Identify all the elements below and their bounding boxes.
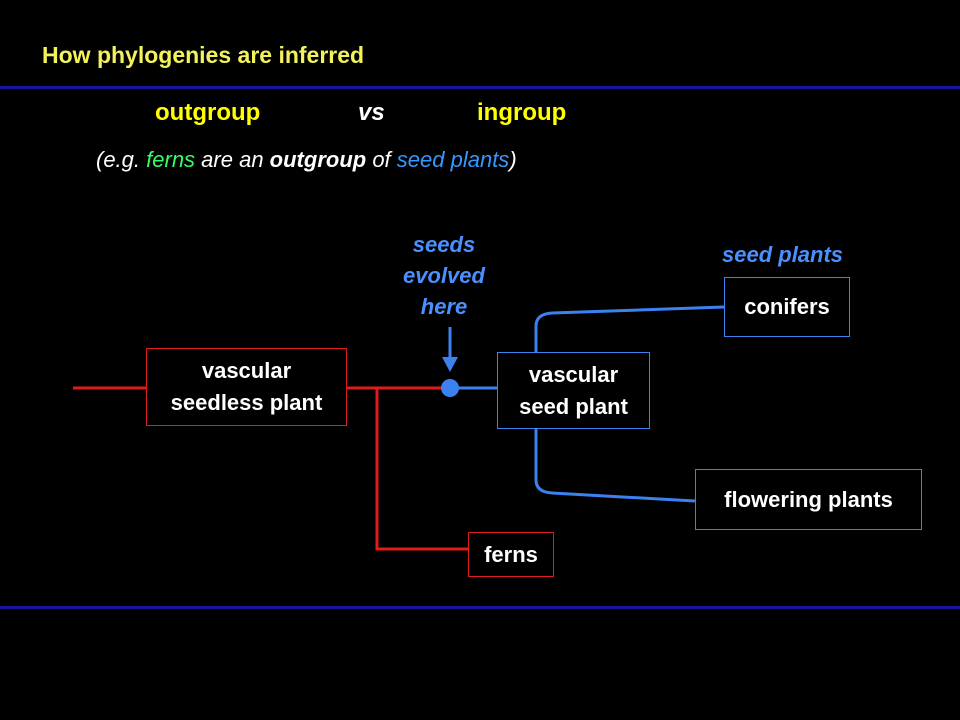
blue-branch-conifers xyxy=(534,305,725,352)
node-ferns: ferns xyxy=(468,532,554,577)
example-close: ) xyxy=(509,147,517,172)
node-conifers: conifers xyxy=(724,277,850,337)
seed-plants-label: seed plants xyxy=(722,242,844,267)
node-ferns-label: ferns xyxy=(484,541,538,567)
node-conifers-label: conifers xyxy=(744,294,830,319)
heading-ingroup: ingroup xyxy=(477,99,567,126)
blue-branch-flowering xyxy=(534,429,696,503)
seeds-evolved-annotation: seeds evolved here xyxy=(403,232,485,319)
node-vascular-seedless-plant: vascular seedless plant xyxy=(146,348,347,426)
example-open: (e.g. xyxy=(96,147,147,172)
node-flowering-plants: flowering plants xyxy=(695,469,922,530)
bottom-divider xyxy=(0,606,960,609)
heading-outgroup: outgroup xyxy=(155,99,261,126)
example-of: of xyxy=(366,147,397,172)
node-vascular-seedless-plant-label: vascular seedless plant xyxy=(170,358,323,415)
node-vascular-seed-plant: vascular seed plant xyxy=(497,352,650,429)
example-ferns: ferns xyxy=(146,147,196,172)
node-vascular-seed-plant-label: vascular seed plant xyxy=(519,361,628,419)
example-outgroup: outgroup xyxy=(269,147,367,172)
example-are-an: are an xyxy=(195,147,270,172)
heading-vs: vs xyxy=(358,99,385,126)
example-sentence: (e.g. ferns are an outgroup of seed plan… xyxy=(96,147,517,173)
top-divider xyxy=(0,86,960,89)
red-branch-ferns xyxy=(375,388,470,551)
slide-title: How phylogenies are inferred xyxy=(42,42,365,68)
arrow-head xyxy=(442,357,458,372)
example-seed-plants: seed plants xyxy=(396,147,510,172)
node-flowering-plants-label: flowering plants xyxy=(724,486,893,512)
